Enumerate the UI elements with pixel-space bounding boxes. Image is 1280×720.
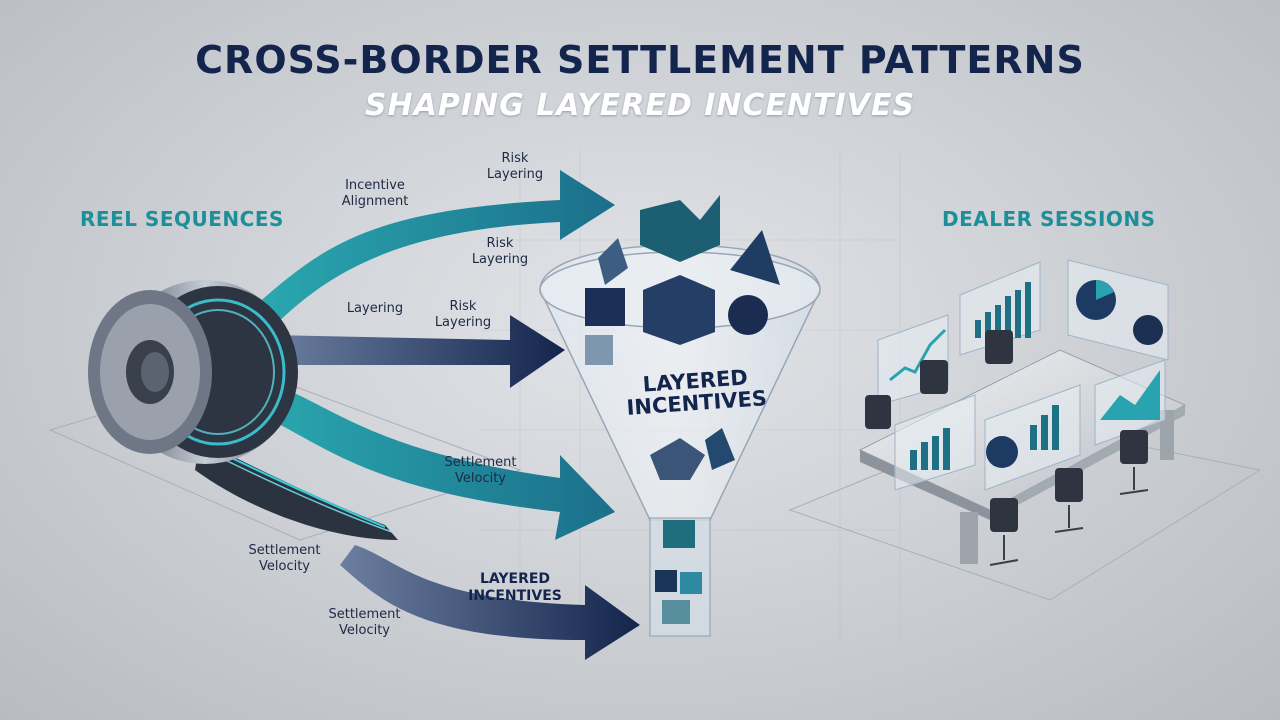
film-reel-illustration [88, 280, 398, 540]
label-layered-incentives-arrow: LAYERED INCENTIVES [468, 571, 562, 604]
label-settlement-velocity-reel: Settlement Velocity [248, 543, 321, 574]
label-settlement-velocity-bottom: Settlement Velocity [328, 607, 401, 638]
arrow-settlement-velocity [250, 380, 615, 540]
label-settlement-velocity-mid: Settlement Velocity [444, 455, 517, 486]
label-incentive-alignment: Incentive Alignment [341, 178, 409, 209]
arrow-layering [270, 315, 565, 388]
funnel-illustration [539, 195, 821, 637]
arrow-incentive-alignment [250, 170, 615, 330]
label-risk-layering-mid: Risk Layering [471, 236, 529, 267]
section-label-dealer-sessions: DEALER SESSIONS [942, 207, 1156, 231]
label-risk-layering-low: Risk Layering [434, 299, 492, 330]
boardroom-illustration [858, 259, 1187, 566]
page-title: CROSS-BORDER SETTLEMENT PATTERNS [195, 38, 1085, 82]
page-subtitle: SHAPING LAYERED INCENTIVES [364, 88, 916, 123]
label-risk-layering-top: Risk Layering [486, 151, 544, 182]
label-layering: Layering [346, 301, 404, 316]
arrow-layered-incentives [340, 545, 640, 660]
section-label-reel-sequences: REEL SEQUENCES [80, 207, 284, 231]
